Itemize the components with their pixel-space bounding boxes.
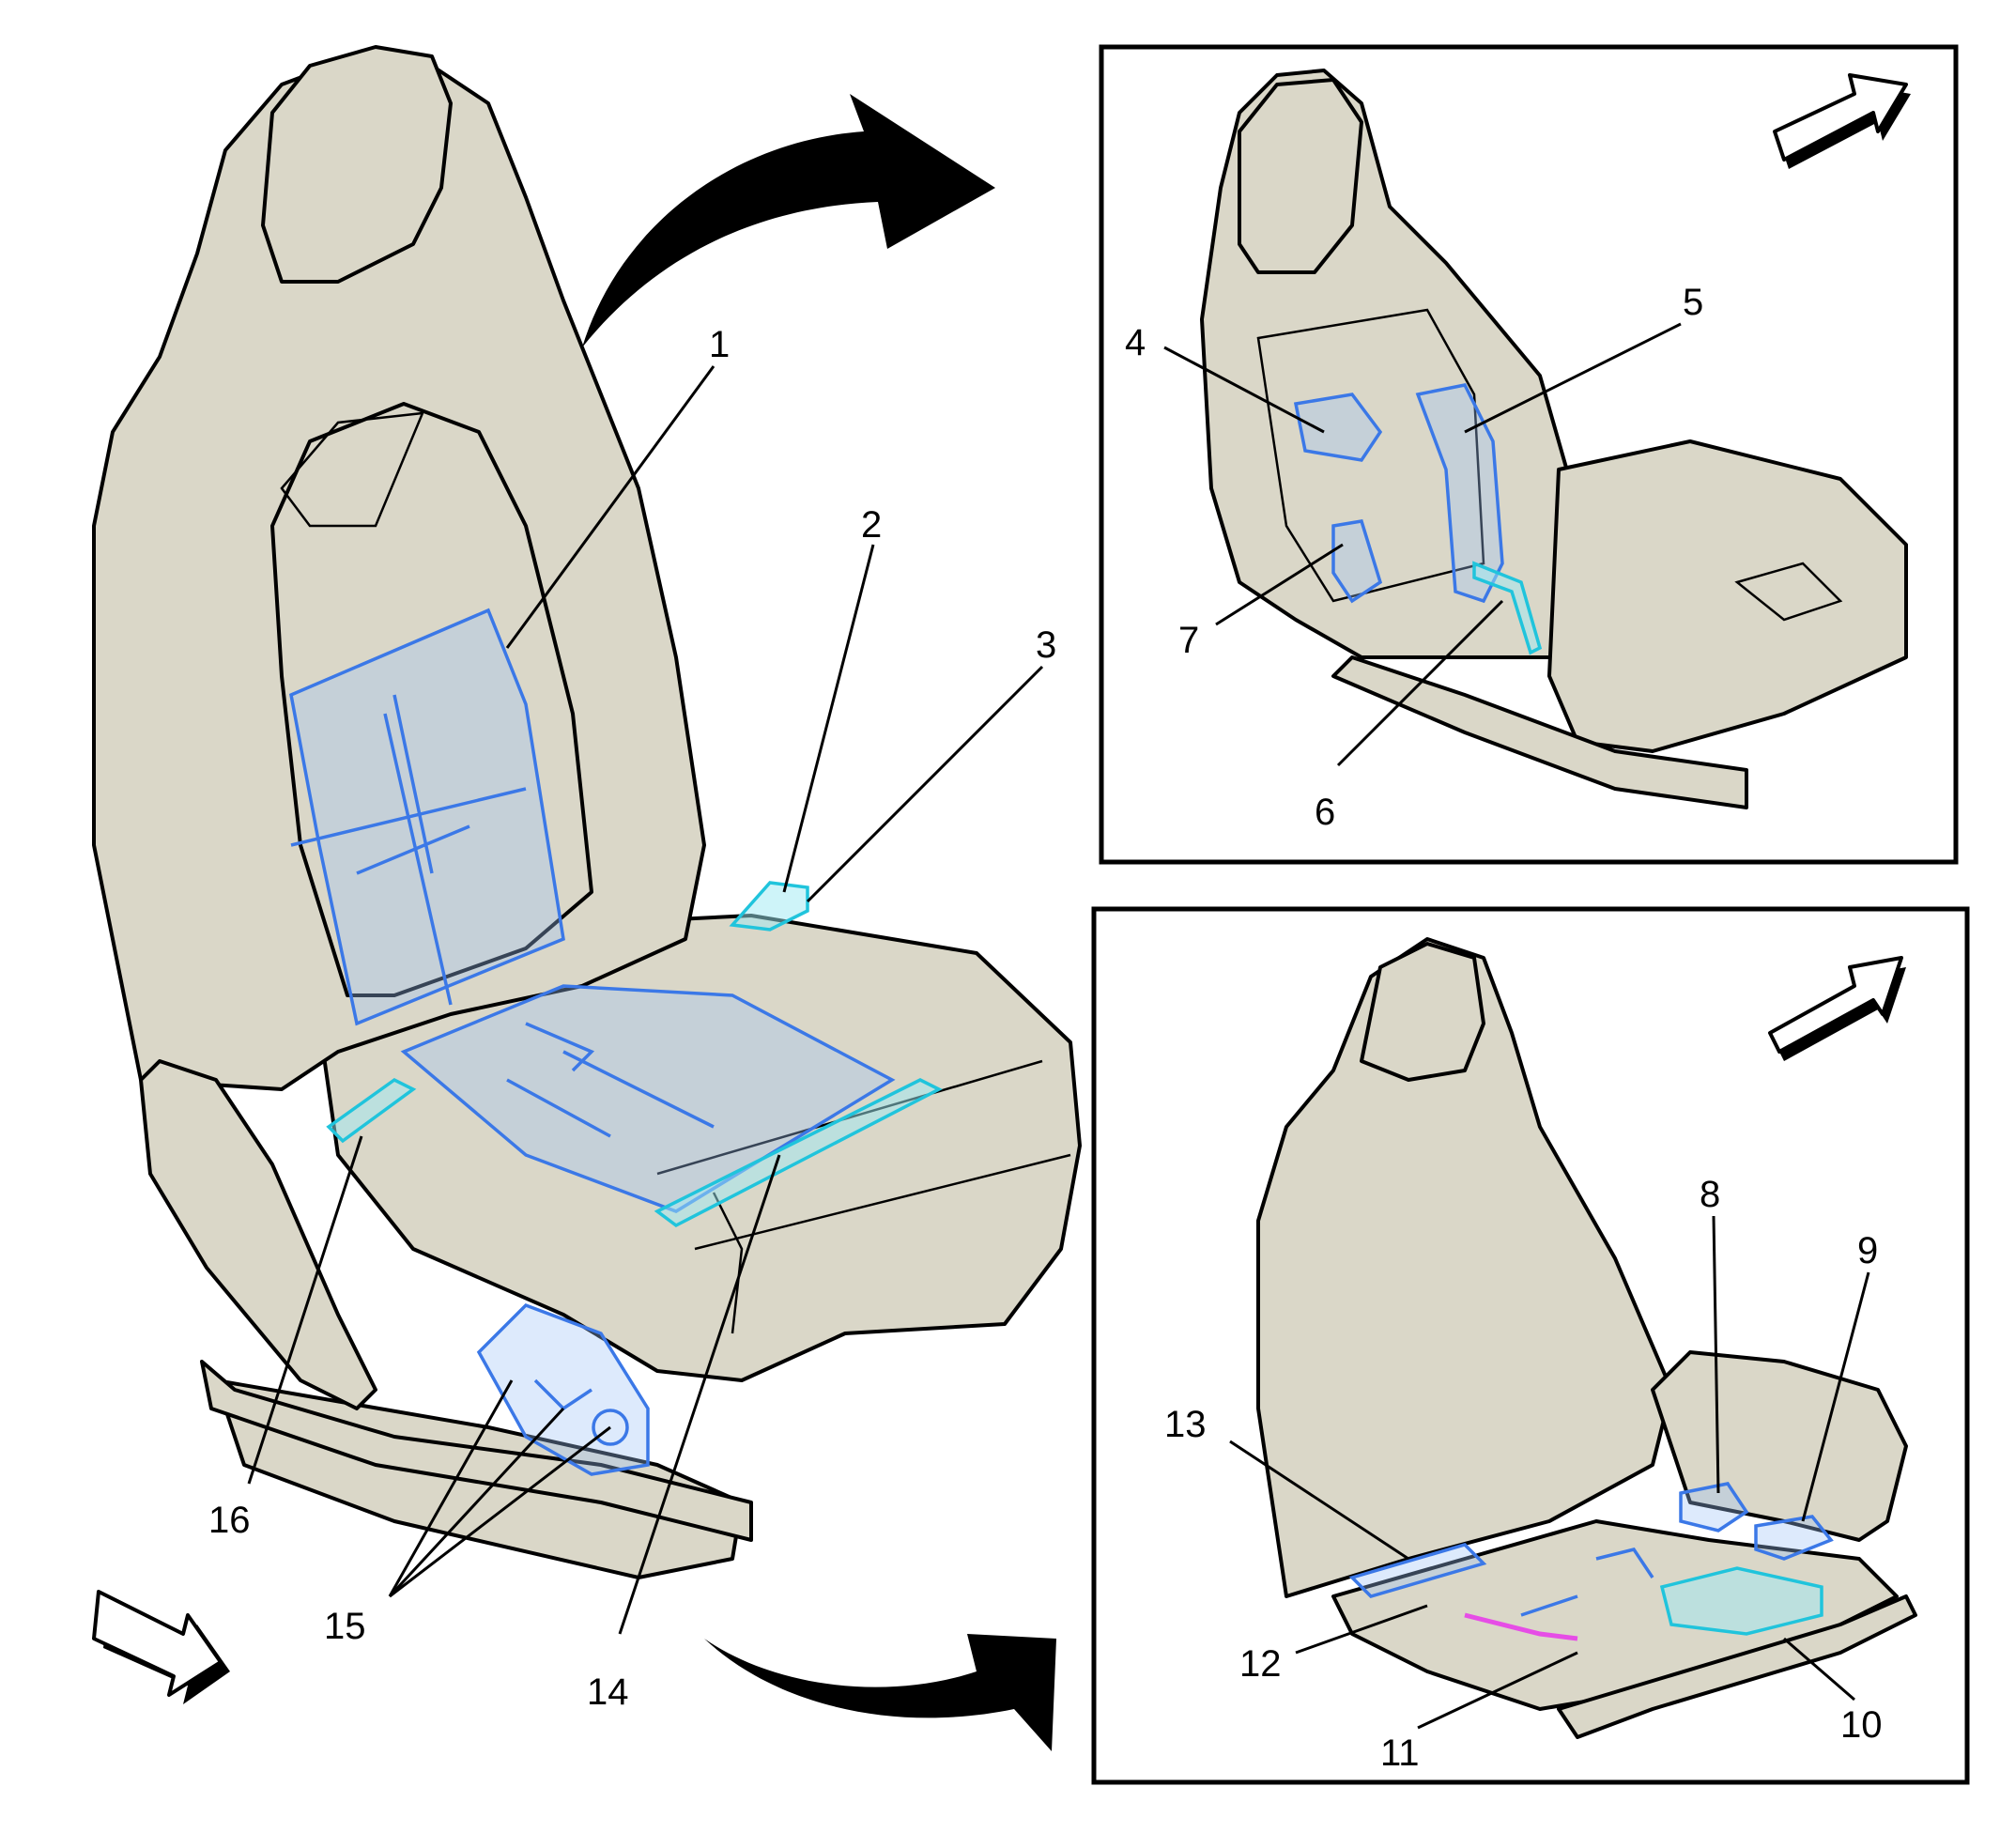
callout-7: 7	[1178, 620, 1199, 661]
callout-13: 13	[1164, 1404, 1207, 1445]
underside-view-headrest	[1360, 942, 1485, 1082]
callout-16: 16	[208, 1500, 251, 1541]
callout-9: 9	[1857, 1230, 1878, 1271]
underside-module-8	[1679, 1482, 1749, 1532]
callout-5: 5	[1683, 282, 1703, 323]
rear-cushion-strip	[326, 1077, 417, 1144]
callout-6: 6	[1315, 792, 1335, 833]
underside-motor-13	[1348, 1543, 1487, 1598]
rear-view-inset-frame	[1099, 44, 1959, 865]
callout-12: 12	[1239, 1643, 1282, 1685]
rear-view-headrest	[1238, 78, 1363, 274]
underside-view-inset-frame	[1091, 906, 1970, 1785]
callout-11: 11	[1380, 1732, 1420, 1774]
seat-back-panel	[270, 402, 593, 997]
callout-4: 4	[1125, 322, 1146, 363]
cushion-front-strip	[654, 1078, 943, 1228]
underside-module-10	[1659, 1566, 1823, 1636]
callout-2: 2	[861, 504, 882, 546]
curved-rotate-arrow-icon	[704, 1634, 1056, 1751]
forward-direction-arrow-icon	[92, 1590, 230, 1704]
rear-seat-view	[1200, 69, 1908, 809]
main-view-leaders	[247, 365, 1044, 1635]
underside-view-leaders	[1229, 1215, 1870, 1730]
underside-view-rail	[1557, 1594, 1917, 1739]
callout-14: 14	[587, 1671, 629, 1713]
rear-view-harness-6	[1472, 561, 1543, 655]
rear-view-cushion	[1547, 439, 1908, 753]
rear-view-module-7	[1331, 519, 1383, 604]
callout-1: 1	[709, 324, 730, 365]
cushion-heater-pad	[400, 984, 896, 1213]
callout-8: 8	[1700, 1174, 1720, 1215]
underside-harness-11	[1464, 1612, 1578, 1641]
rear-view-module-4	[1293, 393, 1383, 462]
callout-15: 15	[324, 1606, 366, 1647]
rear-view-base	[1331, 655, 1748, 809]
callout-3: 3	[1036, 624, 1056, 666]
seat-headrest	[261, 45, 453, 284]
seat-module-2-3	[729, 881, 809, 932]
rear-view-direction-arrow-icon	[1773, 73, 1911, 169]
seat-side-bolster	[139, 1059, 377, 1410]
main-seat-view	[92, 45, 1082, 1579]
underside-seat-view	[1256, 937, 1917, 1739]
seatback-heater-pad	[289, 608, 565, 1026]
seat-cushion	[317, 914, 1082, 1382]
underside-view-direction-arrow-icon	[1768, 956, 1906, 1061]
rear-view-leaders	[1163, 322, 1682, 767]
underside-view-seatback	[1256, 937, 1673, 1598]
curved-rotate-arrow-icon	[582, 94, 995, 347]
seat-track	[200, 1360, 753, 1542]
callout-10: 10	[1840, 1704, 1883, 1746]
